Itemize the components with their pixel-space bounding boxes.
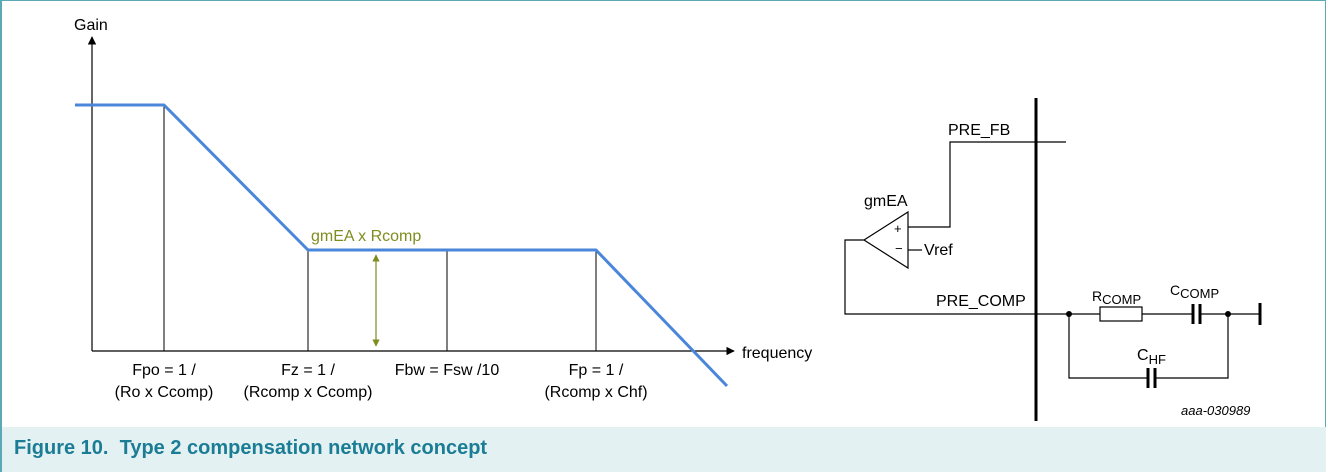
fbw-label: Fbw = Fsw /10 <box>395 362 500 379</box>
amp-output-wire <box>844 239 1036 315</box>
r-comp-label: RCOMP <box>1092 288 1141 307</box>
figure-id-code: aaa-030989 <box>1181 403 1250 418</box>
fpo-label-line1: Fpo = 1 / <box>132 362 196 379</box>
fp-label-line1: Fp = 1 / <box>569 362 624 379</box>
r-comp-resistor <box>1099 306 1143 322</box>
bode-plot: Gain frequency gmEA x Rcomp Fpo = 1 / (R… <box>74 17 812 401</box>
c-hf-wire-right <box>1155 314 1229 379</box>
pre-comp-label: PRE_COMP <box>936 293 1026 310</box>
caption-number: Figure 10. <box>14 437 109 459</box>
c-hf-label: CHF <box>1137 347 1166 367</box>
figure-caption: Figure 10. Type 2 compensation network c… <box>14 437 487 460</box>
diagram-canvas: Gain frequency gmEA x Rcomp Fpo = 1 / (R… <box>74 17 1262 421</box>
c-hf-wire-left <box>1068 314 1148 379</box>
amp-label: gmEA <box>864 193 908 210</box>
c-comp-label: CCOMP <box>1170 282 1219 301</box>
gain-curve <box>75 103 729 388</box>
y-axis-label: Gain <box>74 17 108 34</box>
vref-label: Vref <box>924 242 953 259</box>
fpo-label-line2: (Ro x Ccomp) <box>115 384 214 401</box>
plateau-label: gmEA x Rcomp <box>311 228 421 245</box>
gm-amplifier-symbol <box>862 210 909 270</box>
caption-bar: Figure 10. Type 2 compensation network c… <box>0 427 1326 472</box>
pre-fb-label: PRE_FB <box>948 122 1010 139</box>
amp-plus: + <box>894 221 902 236</box>
compensation-circuit: PRE_FB gmEA + − Vref PRE_COMP RCOMP CCOM… <box>844 98 1262 421</box>
x-axis-label: frequency <box>742 345 812 362</box>
caption-title: Type 2 compensation network concept <box>119 437 488 459</box>
fz-label-line2: (Rcomp x Ccomp) <box>244 384 373 401</box>
amp-minus: − <box>895 241 903 256</box>
fp-label-line2: (Rcomp x Chf) <box>544 384 647 401</box>
pre-fb-wire <box>908 141 1066 228</box>
fz-label-line1: Fz = 1 / <box>281 362 335 379</box>
